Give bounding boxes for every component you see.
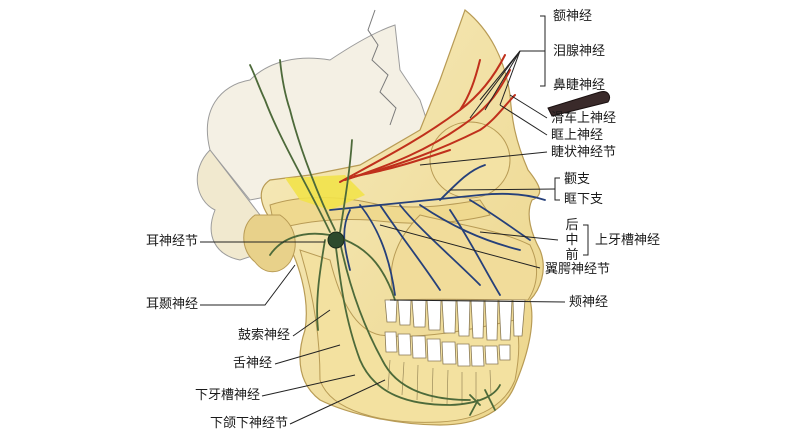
instrument-tip — [547, 91, 611, 117]
ophthalmic-nerves-red — [339, 54, 516, 183]
upper-teeth — [384, 299, 526, 341]
leader-lines-right — [379, 15, 589, 303]
mandibular-nerves-green — [249, 59, 501, 416]
label-posterior: 后 — [565, 218, 579, 233]
label-lingual-nerve: 舌神经 — [232, 356, 272, 371]
otic-ganglion — [327, 231, 345, 249]
label-buccal-nerve: 颊神经 — [569, 295, 609, 310]
label-ciliary-ganglion: 睫状神经节 — [551, 145, 617, 160]
label-chorda-tympani: 鼓索神经 — [237, 328, 290, 343]
lower-teeth — [384, 331, 511, 367]
label-otic-ganglion: 耳神经节 — [145, 234, 198, 249]
mandible — [299, 249, 520, 423]
label-frontal-nerve: 额神经 — [553, 9, 593, 24]
label-supraorbital-nerve: 眶上神经 — [551, 128, 604, 143]
ear-region — [243, 214, 296, 273]
label-infraorbital-branch: 眶下支 — [564, 192, 604, 207]
label-anterior: 前 — [565, 248, 579, 263]
label-submandibular-ganglion: 下颌下神经节 — [209, 416, 288, 431]
label-lacrimal-nerve: 泪腺神经 — [553, 44, 606, 59]
label-zygomatic-branch: 颧支 — [564, 172, 591, 187]
label-inferior-alveolar-nerve: 下牙槽神经 — [194, 388, 260, 403]
label-pterygopalatine-ganglion: 翼腭神经节 — [545, 262, 611, 277]
label-nasociliary-nerve: 鼻睫神经 — [553, 78, 606, 93]
cranium-jagged-edge — [367, 9, 397, 126]
label-supratrochlear-nerve: 滑车上神经 — [551, 111, 617, 126]
label-superior-alveolar-nerve: 上牙槽神经 — [595, 233, 661, 248]
leader-lines-left — [200, 241, 386, 425]
mandible-roots — [387, 359, 492, 405]
label-auriculotemporal-nerve: 耳颞神经 — [145, 297, 198, 312]
label-middle: 中 — [565, 233, 579, 248]
